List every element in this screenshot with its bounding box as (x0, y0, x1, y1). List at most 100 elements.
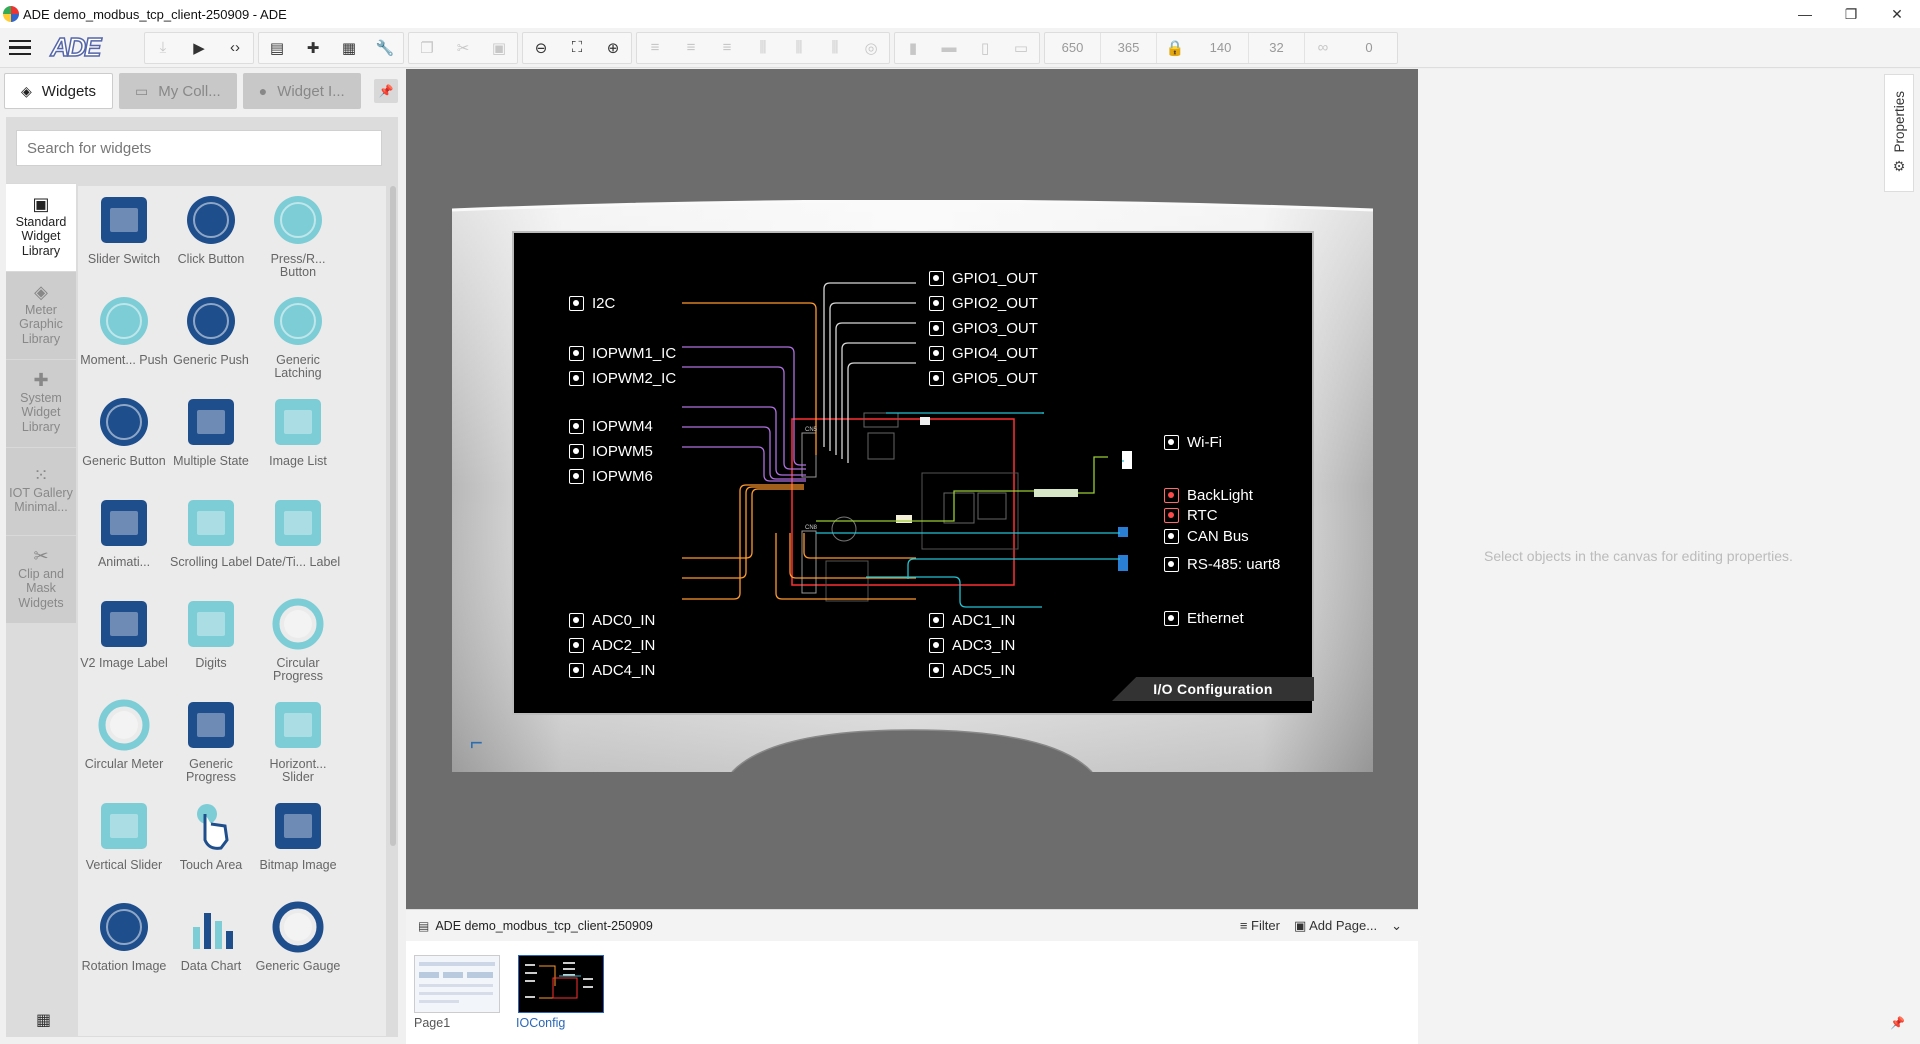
io-label-gpio3[interactable]: GPIO3_OUT (929, 319, 1038, 337)
simulate-icon[interactable]: ▶ (193, 39, 205, 57)
widget-click-button[interactable]: Click Button (167, 194, 255, 266)
library-tab-standard[interactable]: ▣ Standard Widget Library (6, 183, 76, 271)
tab-widget-info[interactable]: ● Widget I... (242, 73, 361, 109)
cut-icon[interactable]: ✂ (456, 39, 470, 57)
position-y-field[interactable]: 365 (1101, 32, 1157, 63)
restore-button[interactable]: ❐ (1844, 5, 1858, 22)
io-label-iopwm6[interactable]: IOPWM6 (569, 467, 653, 485)
widget-generic-gauge[interactable]: Generic Gauge (254, 901, 342, 973)
io-label-rtc[interactable]: RTC (1164, 506, 1218, 524)
close-button[interactable]: ✕ (1891, 5, 1903, 22)
widget-slider-switch[interactable]: Slider Switch (80, 194, 168, 266)
paste-icon[interactable]: ▣ (491, 39, 507, 57)
minimize-button[interactable]: — (1798, 6, 1812, 22)
widget-moment-push[interactable]: Moment... Push (80, 295, 168, 367)
grid-view-icon[interactable]: ▦ (36, 1012, 52, 1029)
io-label-gpio4[interactable]: GPIO4_OUT (929, 344, 1038, 362)
widget-horizont-slider[interactable]: Horizont... Slider (254, 699, 342, 783)
io-label-gpio2[interactable]: GPIO2_OUT (929, 294, 1038, 312)
io-label-backlight[interactable]: BackLight (1164, 486, 1253, 504)
io-label-wifi[interactable]: Wi-Fi (1164, 433, 1222, 451)
widget-scrolling-label[interactable]: Scrolling Label (167, 497, 255, 569)
link-icon[interactable]: ∞ (1317, 39, 1329, 56)
bring-front-icon[interactable]: ▯ (980, 39, 990, 57)
io-label-adc2[interactable]: ADC2_IN (569, 636, 655, 654)
align-middle-icon[interactable]: ⫼ (795, 39, 803, 56)
io-label-iopwm1[interactable]: IOPWM1_IC (569, 344, 676, 362)
copy-icon[interactable]: ❐ (420, 39, 434, 57)
io-label-iopwm2[interactable]: IOPWM2_IC (569, 369, 676, 387)
properties-tab[interactable]: Properties ⚙ (1884, 74, 1914, 192)
group-icon[interactable]: ▬ (941, 39, 957, 56)
library-tab-system[interactable]: ✚ System Widget Library (6, 359, 76, 447)
library-tab-iot[interactable]: ⁙ IOT Gallery Minimal... (6, 447, 76, 535)
zoom-out-icon[interactable]: ⊖ (534, 39, 548, 57)
width-field[interactable]: 140 (1193, 32, 1249, 63)
widget-image-list[interactable]: Image List (254, 396, 342, 468)
position-x-field[interactable]: 650 (1045, 32, 1101, 63)
widget-generic-button[interactable]: Generic Button (80, 396, 168, 468)
lock-icon[interactable]: 🔒 (1165, 39, 1185, 57)
widget-multiple-state[interactable]: Multiple State (167, 396, 255, 468)
delete-icon[interactable]: ▮ (908, 39, 918, 57)
widget-press-r-button[interactable]: Press/R... Button (254, 194, 342, 278)
widget-circular-meter[interactable]: Circular Meter (80, 699, 168, 771)
download-icon[interactable]: ⤓ (159, 39, 167, 56)
io-label-ethernet[interactable]: Ethernet (1164, 609, 1244, 627)
storage-icon[interactable]: ▤ (269, 39, 285, 57)
library-tab-meter[interactable]: ◈ Meter Graphic Library (6, 271, 76, 359)
target-icon[interactable]: ◎ (864, 39, 878, 57)
search-box[interactable] (16, 130, 382, 166)
align-center-icon[interactable]: ≡ (686, 39, 696, 56)
widget-touch-area[interactable]: Touch Area (167, 800, 255, 872)
io-label-adc0[interactable]: ADC0_IN (569, 611, 655, 629)
widget-v2-image-label[interactable]: V2 Image Label (80, 598, 168, 670)
widget-date-ti-label[interactable]: Date/Ti... Label (254, 497, 342, 569)
widget-scrollbar[interactable] (390, 186, 396, 846)
widget-digits[interactable]: Digits (167, 598, 255, 670)
io-label-rs485[interactable]: RS-485: uart8 (1164, 555, 1280, 573)
io-label-adc1[interactable]: ADC1_IN (929, 611, 1015, 629)
widget-data-chart[interactable]: Data Chart (167, 901, 255, 973)
align-bottom-icon[interactable]: ⫼ (831, 39, 839, 56)
fit-screen-icon[interactable]: ⛶ (571, 39, 583, 56)
io-label-adc5[interactable]: ADC5_IN (929, 661, 1015, 679)
height-field[interactable]: 32 (1249, 32, 1305, 63)
pin-icon[interactable]: 📌 (1890, 1016, 1905, 1030)
code-icon[interactable]: ‹› (230, 39, 240, 56)
align-top-icon[interactable]: ⫼ (759, 39, 767, 56)
widget-animati[interactable]: Animati... (80, 497, 168, 569)
widget-generic-push[interactable]: Generic Push (167, 295, 255, 367)
io-label-adc3[interactable]: ADC3_IN (929, 636, 1015, 654)
wrench-icon[interactable]: 🔧 (375, 39, 395, 57)
tab-widgets[interactable]: ◈ Widgets (4, 73, 113, 109)
page-thumbnail-ioconfig[interactable] (518, 955, 604, 1013)
zoom-in-icon[interactable]: ⊕ (606, 39, 620, 57)
library-tab-clip[interactable]: ✂ Clip and Mask Widgets (6, 535, 76, 623)
apps-icon[interactable]: ▦ (341, 39, 357, 57)
widget-bitmap-image[interactable]: Bitmap Image (254, 800, 342, 872)
align-right-icon[interactable]: ≡ (722, 39, 732, 56)
rotation-field[interactable]: 0 (1365, 40, 1373, 55)
search-input[interactable] (27, 139, 381, 157)
filter-button[interactable]: ≡ Filter (1239, 918, 1280, 933)
io-label-gpio1[interactable]: GPIO1_OUT (929, 269, 1038, 287)
io-label-gpio5[interactable]: GPIO5_OUT (929, 369, 1038, 387)
chevron-down-icon[interactable]: ⌄ (1391, 917, 1402, 933)
page-label-ioconfig[interactable]: IOConfig (516, 1016, 566, 1030)
hamburger-menu-icon[interactable] (0, 28, 40, 68)
send-back-icon[interactable]: ▭ (1013, 39, 1029, 57)
widget-generic-latching[interactable]: Generic Latching (254, 295, 342, 379)
io-label-adc4[interactable]: ADC4_IN (569, 661, 655, 679)
page-label-page1[interactable]: Page1 (414, 1016, 451, 1030)
io-label-canbus[interactable]: CAN Bus (1164, 527, 1249, 545)
widget-vertical-slider[interactable]: Vertical Slider (80, 800, 168, 872)
io-label-iopwm4[interactable]: IOPWM4 (569, 417, 653, 435)
widget-circular-progress[interactable]: Circular Progress (254, 598, 342, 682)
io-label-i2c[interactable]: I2C (569, 294, 615, 312)
page-thumbnail-page1[interactable] (414, 955, 500, 1013)
widget-generic-progress[interactable]: Generic Progress (167, 699, 255, 783)
widget-rotation-image[interactable]: Rotation Image (80, 901, 168, 973)
tab-my-collection[interactable]: ▭ My Coll... (118, 73, 237, 109)
io-label-iopwm5[interactable]: IOPWM5 (569, 442, 653, 460)
